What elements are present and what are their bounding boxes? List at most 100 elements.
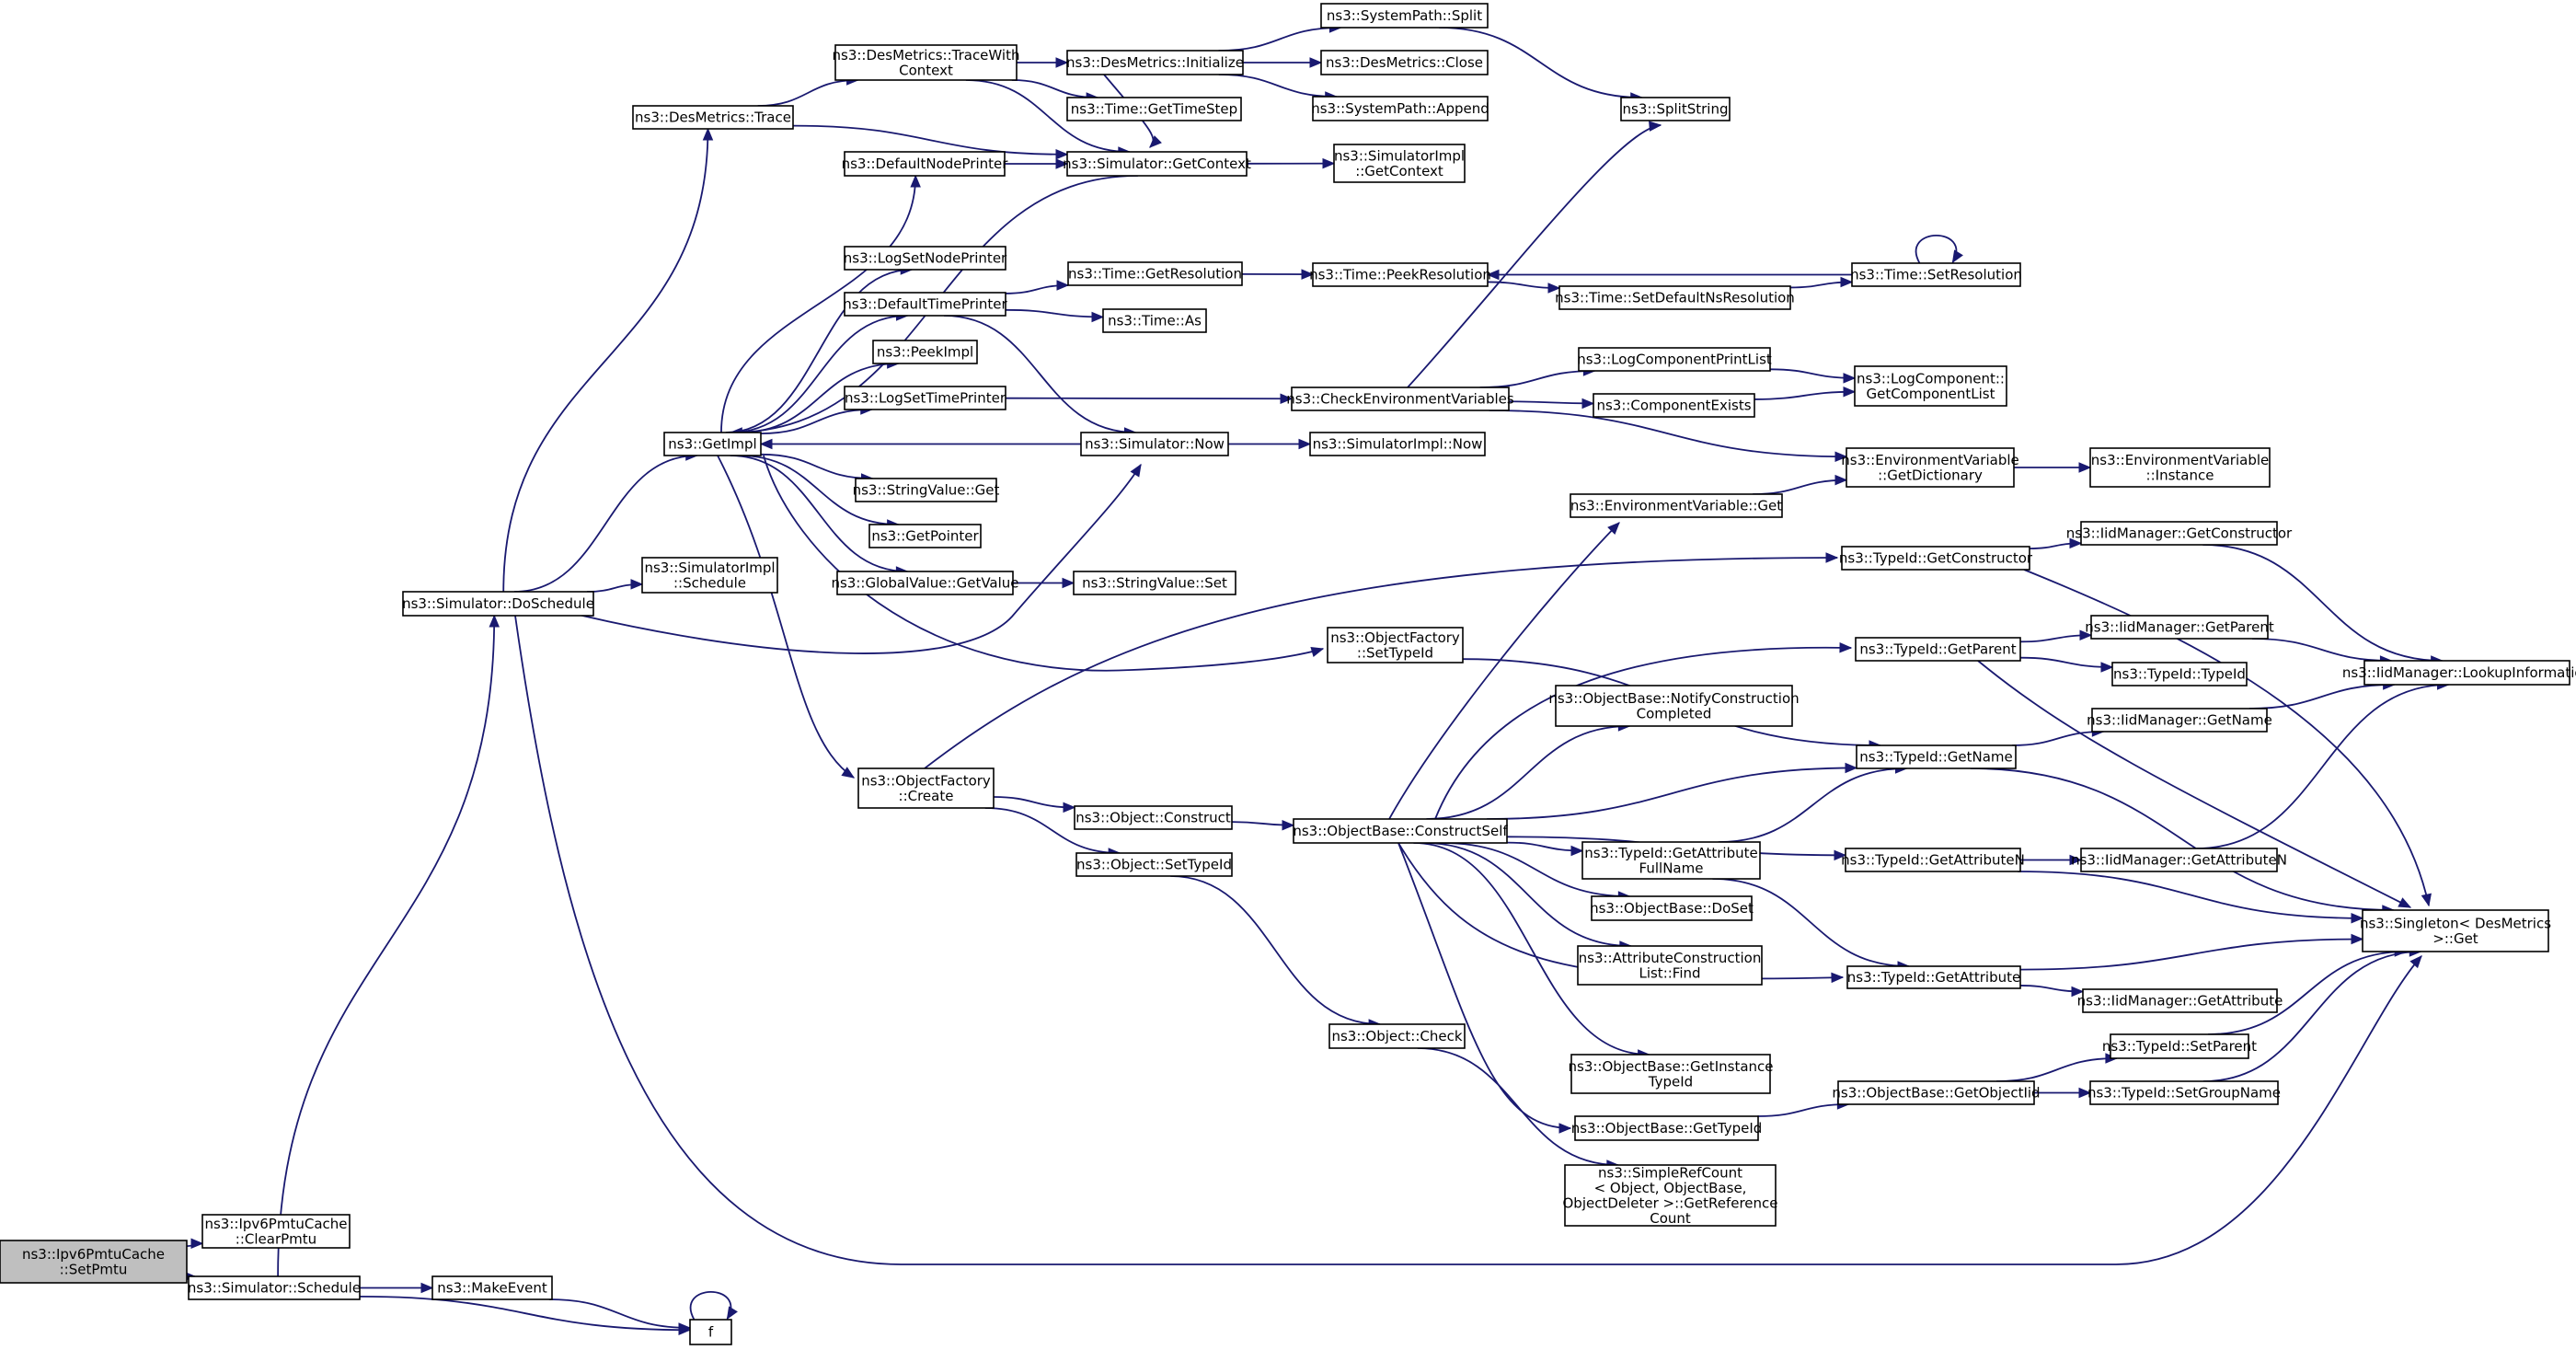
node-n40[interactable]: ns3::EnvironmentVariable::Instance (2089, 447, 2271, 488)
node-n9[interactable]: ns3::Simulator::Now (1080, 432, 1229, 456)
node-n7[interactable]: ns3::GetImpl (663, 432, 762, 456)
node-n65[interactable]: ns3::ObjectBase::GetTypeId (1571, 1115, 1763, 1141)
node-n35[interactable]: ns3::CheckEnvironmentVariables (1286, 387, 1514, 411)
arrowhead (1834, 849, 1847, 861)
node-n8[interactable]: ns3::SimulatorImpl::Schedule (641, 557, 778, 594)
arrowhead (1834, 474, 1848, 486)
arrowhead (678, 1322, 692, 1333)
node-n69[interactable]: ns3::SimpleRefCount< Object, ObjectBase,… (1562, 1164, 1778, 1227)
edge-n47-n48 (2019, 629, 2093, 643)
node-n32[interactable]: ns3::Time::PeekResolution (1309, 262, 1491, 287)
edge-n61-n62 (2019, 985, 2085, 998)
node-n47[interactable]: ns3::TypeId::GetParent (1855, 637, 2021, 662)
node-n3[interactable]: ns3::Simulator::DoSchedule (402, 591, 594, 617)
node-n25[interactable]: ns3::StringValue::Get (853, 478, 1000, 502)
node-n52[interactable]: ns3::ObjectBase::NotifyConstructionCompl… (1548, 685, 1800, 727)
node-n67[interactable]: ns3::TypeId::SetParent (2102, 1033, 2257, 1059)
node-n37[interactable]: ns3::ComponentExists (1593, 393, 1755, 418)
node-n46[interactable]: ns3::IidManager::LookupInformation (2342, 660, 2576, 686)
arrowhead (1301, 269, 1315, 280)
node-label: ns3::IidManager::GetAttributeN (2071, 852, 2287, 869)
arrowhead (1130, 463, 1142, 478)
node-n0[interactable]: ns3::Ipv6PmtuCache::SetPmtu (0, 1240, 188, 1284)
node-n34[interactable]: ns3::Time::SetResolution (1850, 262, 2022, 287)
node-n54[interactable]: ns3::Object::SetTypeId (1075, 852, 1233, 877)
node-n62[interactable]: ns3::IidManager::GetAttribute (2077, 988, 2283, 1013)
node-n16[interactable]: ns3::DesMetrics::Close (1320, 50, 1489, 75)
node-n44[interactable]: ns3::TypeId::GetConstructor (1839, 546, 2033, 571)
node-n22[interactable]: ns3::DefaultTimePrinter (843, 292, 1008, 317)
node-n1[interactable]: ns3::Ipv6PmtuCache::ClearPmtu (201, 1214, 351, 1249)
node-n13[interactable]: ns3::DesMetrics::Initialize (1066, 50, 1244, 75)
node-n49[interactable]: ns3::TypeId::TypeId (2111, 662, 2248, 687)
node-n43[interactable]: ns3::StringValue::Set (1073, 571, 1236, 595)
edge-line (277, 615, 496, 1277)
node-n6[interactable]: ns3::DesMetrics::Trace (632, 105, 794, 130)
node-n57[interactable]: ns3::TypeId::GetAttributeN (1841, 848, 2025, 872)
arrowhead (1055, 158, 1069, 169)
node-n24[interactable]: ns3::LogSetTimePrinter (844, 386, 1006, 410)
node-n41[interactable]: ns3::SimulatorImpl::Now (1309, 432, 1486, 456)
node-box (1293, 818, 1508, 844)
node-n48[interactable]: ns3::IidManager::GetParent (2085, 615, 2274, 640)
node-n59[interactable]: ns3::ObjectBase::DoSet (1590, 895, 1754, 921)
node-box (188, 1275, 361, 1300)
node-n19[interactable]: ns3::SimulatorImpl::GetContext (1333, 144, 1466, 183)
node-n15[interactable]: ns3::SystemPath::Split (1320, 3, 1489, 29)
node-n45[interactable]: ns3::IidManager::GetConstructor (2066, 521, 2293, 546)
node-n28[interactable]: ns3::ObjectFactory::Create (857, 767, 995, 809)
edge-line (1218, 74, 1337, 98)
node-n14[interactable]: ns3::Time::GetTimeStep (1066, 97, 1242, 121)
node-n26[interactable]: ns3::GetPointer (868, 524, 982, 548)
node-n27[interactable]: ns3::GlobalValue::GetValue (831, 571, 1019, 595)
node-n55[interactable]: ns3::ObjectBase::ConstructSelf (1293, 818, 1508, 844)
node-box (2089, 447, 2271, 488)
node-box (2080, 848, 2278, 872)
node-n36[interactable]: ns3::LogComponentPrintList (1577, 347, 1772, 372)
node-n39[interactable]: ns3::EnvironmentVariable::GetDictionary (1841, 447, 2019, 488)
node-n63[interactable]: ns3::Object::Check (1328, 1023, 1466, 1049)
node-n10[interactable]: ns3::Singleton< DesMetrics >::Get (2360, 909, 2551, 952)
node-n66[interactable]: ns3::ObjectBase::GetObjectIid (1832, 1080, 2041, 1105)
node-n29[interactable]: ns3::ObjectFactory::SetTypeId (1327, 627, 1464, 663)
arrowhead (2071, 986, 2085, 998)
node-n58[interactable]: ns3::IidManager::GetAttributeN (2071, 848, 2287, 872)
node-label: f (708, 1324, 714, 1341)
node-n5[interactable]: f (689, 1319, 732, 1345)
arrowhead (1840, 276, 1854, 288)
node-n31[interactable]: ns3::Time::As (1102, 308, 1207, 333)
arrowhead (1062, 577, 1075, 589)
edge-n13-n12 (1103, 74, 1162, 148)
node-n33[interactable]: ns3::Time::SetDefaultNsResolution (1555, 285, 1795, 310)
node-n18[interactable]: ns3::SplitString (1620, 97, 1731, 121)
node-n68[interactable]: ns3::TypeId::SetGroupName (2087, 1080, 2281, 1105)
edge-n35-n37 (1508, 398, 1595, 410)
node-n53[interactable]: ns3::Object::Construct (1074, 805, 1233, 830)
edge-n55-n42 (1388, 522, 1620, 820)
node-n4[interactable]: ns3::MakeEvent (431, 1275, 553, 1300)
node-label: ns3::DesMetrics::Close (1326, 54, 1483, 71)
node-n30[interactable]: ns3::Time::GetResolution (1067, 261, 1243, 286)
node-n50[interactable]: ns3::TypeId::GetName (1856, 744, 2017, 769)
node-n12[interactable]: ns3::Simulator::GetContext (1063, 151, 1251, 177)
edge-line (2251, 638, 2392, 662)
node-n17[interactable]: ns3::SystemPath::Append (1311, 96, 1489, 121)
node-box (1328, 1023, 1466, 1049)
node-n51[interactable]: ns3::IidManager::GetName (2087, 708, 2272, 733)
node-n42[interactable]: ns3::EnvironmentVariable::Get (1570, 493, 1783, 518)
node-n21[interactable]: ns3::LogSetNodePrinter (844, 246, 1007, 271)
arrowhead (2398, 897, 2412, 908)
node-n23[interactable]: ns3::PeekImpl (872, 340, 978, 364)
node-n61[interactable]: ns3::TypeId::GetAttribute (1846, 965, 2021, 989)
edge-line (2012, 731, 2104, 746)
node-n2[interactable]: ns3::Simulator::Schedule (188, 1275, 361, 1300)
node-n38[interactable]: ns3::LogComponent::GetComponentList (1854, 365, 2007, 407)
node-label: ns3::IidManager::GetConstructor (2066, 525, 2293, 542)
node-n20[interactable]: ns3::DefaultNodePrinter (842, 151, 1009, 177)
node-label: ns3::ObjectBase::GetTypeId (1571, 1120, 1763, 1137)
node-label: ns3::DesMetrics::Initialize (1066, 54, 1244, 71)
